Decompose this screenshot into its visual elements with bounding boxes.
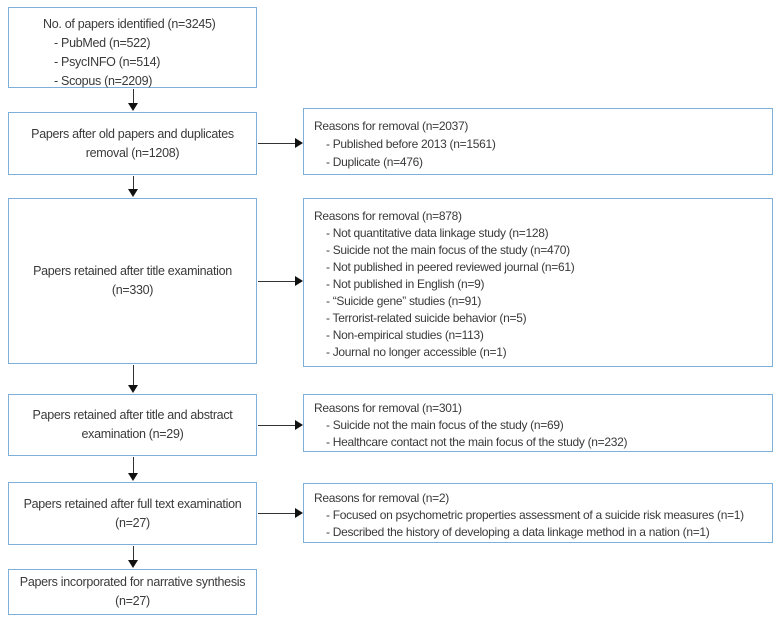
reasons-item: - Published before 2013 (n=1561) xyxy=(326,137,496,151)
reasons-item: - Suicide not the main focus of the stud… xyxy=(326,243,570,257)
reasons-title: Reasons for removal (n=301) xyxy=(314,401,462,415)
arrow-stem xyxy=(258,281,298,282)
box-title: No. of papers identified (n=3245) xyxy=(43,17,216,31)
box-line: removal (n=1208) xyxy=(85,145,180,160)
reasons-item: - Healthcare contact not the main focus … xyxy=(326,435,628,449)
box-line: Papers after old papers and duplicates xyxy=(31,126,234,141)
flow-box-narrative-synthesis: Papers incorporated for narrative synthe… xyxy=(8,569,257,615)
flow-box-after-full-text-examination: Papers retained after full text examinat… xyxy=(8,482,257,545)
flow-arrow-down-2 xyxy=(128,176,139,197)
box-line: (n=27) xyxy=(115,515,150,530)
arrowhead-right-icon xyxy=(295,276,303,286)
arrow-stem xyxy=(258,425,298,426)
reasons-item: - Suicide not the main focus of the stud… xyxy=(326,418,564,432)
reasons-item: - Described the history of developing a … xyxy=(326,525,710,539)
arrow-stem xyxy=(133,365,134,388)
box-item-pubmed: - PubMed (n=522) xyxy=(54,36,151,50)
box-item-scopus: - Scopus (n=2209) xyxy=(54,74,153,88)
flow-box-after-title-examination: Papers retained after title examination … xyxy=(8,198,257,364)
reasons-item: - Not quantitative data linkage study (n… xyxy=(326,226,549,240)
arrowhead-right-icon xyxy=(295,138,303,148)
arrowhead-right-icon xyxy=(295,508,303,518)
arrow-stem xyxy=(133,176,134,192)
flow-arrow-right-1 xyxy=(258,138,303,149)
reasons-item: - Not published in English (n=9) xyxy=(326,277,485,291)
reasons-title: Reasons for removal (n=2037) xyxy=(314,119,469,133)
arrow-stem xyxy=(133,457,134,476)
arrowhead-down-icon xyxy=(128,103,138,111)
arrow-stem xyxy=(258,513,298,514)
arrow-stem xyxy=(258,143,298,144)
reasons-item: - Terrorist-related suicide behavior (n=… xyxy=(326,311,527,325)
flow-arrow-down-5 xyxy=(128,546,139,568)
arrow-stem xyxy=(133,89,134,106)
box-line: examination (n=29) xyxy=(81,427,184,441)
reasons-box-full-text-examination: Reasons for removal (n=2) - Focused on p… xyxy=(303,483,773,543)
reasons-title: Reasons for removal (n=2) xyxy=(314,491,449,505)
box-line: (n=27) xyxy=(115,594,150,608)
reasons-box-title-examination: Reasons for removal (n=878) - Not quanti… xyxy=(303,198,773,367)
arrowhead-down-icon xyxy=(128,473,138,481)
flow-arrow-down-3 xyxy=(128,365,139,393)
flow-arrow-right-4 xyxy=(258,508,303,519)
arrowhead-right-icon xyxy=(295,420,303,430)
reasons-box-title-abstract-examination: Reasons for removal (n=301) - Suicide no… xyxy=(303,394,773,452)
reasons-item: - Duplicate (n=476) xyxy=(326,155,423,169)
box-line: Papers retained after title and abstract xyxy=(32,408,233,422)
reasons-item: - Non-empirical studies (n=113) xyxy=(326,328,484,342)
box-line: Papers incorporated for narrative synthe… xyxy=(19,575,246,589)
flow-arrow-right-2 xyxy=(258,276,303,287)
reasons-item: - Journal no longer accessible (n=1) xyxy=(326,345,507,359)
flow-arrow-right-3 xyxy=(258,420,303,431)
flow-box-identified: No. of papers identified (n=3245) - PubM… xyxy=(8,7,257,88)
box-line: Papers retained after full text examinat… xyxy=(23,496,242,511)
flow-box-after-title-abstract-examination: Papers retained after title and abstract… xyxy=(8,394,257,456)
reasons-box-old-and-duplicates: Reasons for removal (n=2037) - Published… xyxy=(303,108,773,175)
arrow-stem xyxy=(133,546,134,563)
flow-arrow-down-1 xyxy=(128,89,139,111)
box-item-psycinfo: - PsycINFO (n=514) xyxy=(54,55,161,69)
arrowhead-down-icon xyxy=(128,189,138,197)
reasons-item: - “Suicide gene” studies (n=91) xyxy=(326,294,482,308)
reasons-title: Reasons for removal (n=878) xyxy=(314,209,462,223)
arrowhead-down-icon xyxy=(128,560,138,568)
arrowhead-down-icon xyxy=(128,385,138,393)
flow-box-after-duplicates-removal: Papers after old papers and duplicates r… xyxy=(8,112,257,175)
box-line: Papers retained after title examination xyxy=(33,264,232,278)
reasons-item: - Focused on psychometric properties ass… xyxy=(326,508,744,522)
reasons-item: - Not published in peered reviewed journ… xyxy=(326,260,575,274)
box-line: (n=330) xyxy=(111,283,154,297)
flow-arrow-down-4 xyxy=(128,457,139,481)
